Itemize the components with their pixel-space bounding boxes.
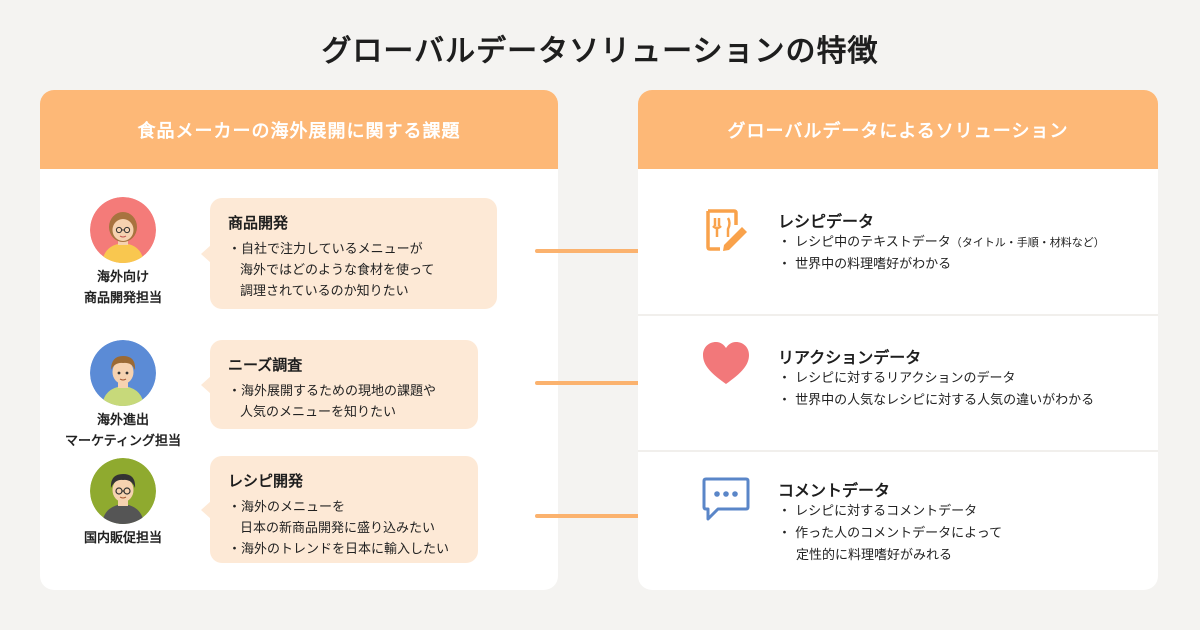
bubble-line: 人気のメニューを知りたい bbox=[240, 405, 397, 420]
avatar-marketer bbox=[90, 340, 156, 406]
bubble-line: 海外ではどのような食材を使って bbox=[240, 263, 435, 278]
heart-icon bbox=[700, 338, 752, 390]
challenge-bubble-recipe-development: レシピ開発 ・海外のメニューを 日本の新商品開発に盛り込みたい ・海外のトレンド… bbox=[201, 456, 478, 563]
bubble-title: レシピ開発 bbox=[228, 472, 304, 490]
challenge-bubble-product-development: 商品開発 ・自社で注力しているメニューが 海外ではどのような食材を使って 調理さ… bbox=[201, 198, 497, 309]
solution-line: ・ レシピに対するコメントデータ bbox=[778, 504, 978, 519]
solution-divider bbox=[638, 314, 1158, 316]
bubble-title: ニーズ調査 bbox=[228, 356, 303, 374]
challenge-bubble-needs-research: ニーズ調査 ・海外展開するための現地の課題や 人気のメニューを知りたい bbox=[201, 340, 478, 429]
solution-divider bbox=[638, 450, 1158, 452]
solution-line: ・ 世界中の人気なレシピに対する人気の違いがわかる bbox=[778, 393, 1095, 408]
avatar-product-developer bbox=[90, 197, 156, 263]
solution-title-reaction-data: リアクションデータ bbox=[778, 348, 922, 367]
solution-line: ・ レシピに対するリアクションのデータ bbox=[778, 371, 1016, 386]
solution-lines-comment-data: ・ レシピに対するコメントデータ ・ 作った人のコメントデータによって 定性的に… bbox=[778, 501, 1002, 567]
solution-title-recipe-data: レシピデータ bbox=[778, 212, 875, 231]
bubble-line: ・自社で注力しているメニューが bbox=[228, 242, 423, 257]
challenges-panel-header: 食品メーカーの海外展開に関する課題 bbox=[40, 90, 558, 169]
bubble-title: 商品開発 bbox=[228, 214, 289, 232]
solution-title-comment-data: コメントデータ bbox=[778, 481, 891, 500]
solutions-panel: グローバルデータによるソリューション レシピデータ ・ レシピ中のテキストデータ… bbox=[638, 90, 1158, 590]
challenges-panel: 食品メーカーの海外展開に関する課題 海外向け 商品開発担当 商品開発 ・自社で注… bbox=[40, 90, 558, 590]
bubble-line: 調理されているのか知りたい bbox=[240, 284, 409, 299]
solution-line: ・ 世界中の料理嗜好がわかる bbox=[778, 257, 952, 272]
page-title: グローバルデータソリューションの特徴 bbox=[321, 34, 879, 69]
recipe-pencil-icon bbox=[700, 205, 752, 257]
solution-lines-recipe-data: ・ レシピ中のテキストデータ（タイトル・手順・材料など） ・ 世界中の料理嗜好が… bbox=[778, 232, 1105, 276]
persona-label-product-developer: 海外向け 商品開発担当 bbox=[83, 270, 162, 306]
solution-line: ・ 作った人のコメントデータによって bbox=[778, 526, 1003, 541]
bubble-line: ・海外のメニューを bbox=[228, 500, 346, 515]
persona-label-domestic-promoter: 国内販促担当 bbox=[83, 531, 162, 546]
solution-line: ・ レシピ中のテキストデータ（タイトル・手順・材料など） bbox=[778, 235, 1105, 250]
comment-bubble-icon bbox=[700, 473, 752, 525]
bubble-line: 日本の新商品開発に盛り込みたい bbox=[240, 521, 436, 536]
avatar-domestic-promoter bbox=[90, 458, 156, 524]
solution-lines-reaction-data: ・ レシピに対するリアクションのデータ ・ 世界中の人気なレシピに対する人気の違… bbox=[778, 368, 1094, 412]
solution-line: 定性的に料理嗜好がみれる bbox=[796, 548, 953, 563]
solutions-panel-header: グローバルデータによるソリューション bbox=[638, 90, 1158, 169]
bubble-line: ・海外展開するための現地の課題や bbox=[228, 384, 437, 399]
bubble-line: ・海外のトレンドを日本に輸入したい bbox=[228, 542, 450, 557]
persona-label-marketer: 海外進出 マーケティング担当 bbox=[65, 413, 181, 449]
